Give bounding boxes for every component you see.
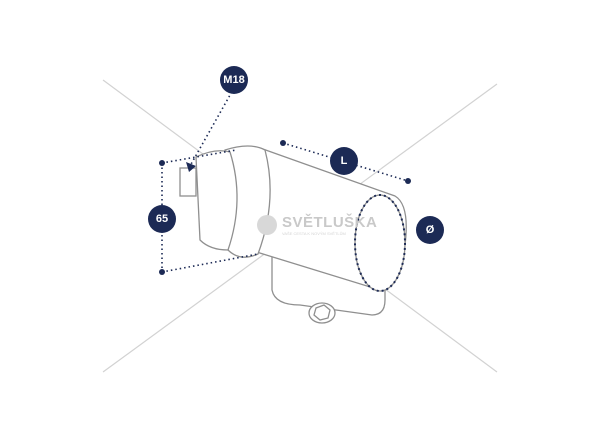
watermark-logo xyxy=(257,215,277,235)
diameter-badge: Ø xyxy=(416,216,444,244)
thread-stub xyxy=(179,167,197,197)
fixture-body xyxy=(179,145,407,324)
watermark-tagline: VAŠE CESTA K NOVÝM SVĚTLŮM xyxy=(282,231,346,236)
thread-size-badge: M18 xyxy=(220,66,248,94)
diameter-marker xyxy=(354,194,406,292)
watermark-brand: SVĚTLUŠKA xyxy=(282,214,378,231)
length-badge: L xyxy=(330,147,358,175)
ring xyxy=(195,150,238,251)
dimension-dots xyxy=(159,140,411,275)
height-badge: 65 xyxy=(148,205,176,233)
hex-socket xyxy=(313,304,331,321)
